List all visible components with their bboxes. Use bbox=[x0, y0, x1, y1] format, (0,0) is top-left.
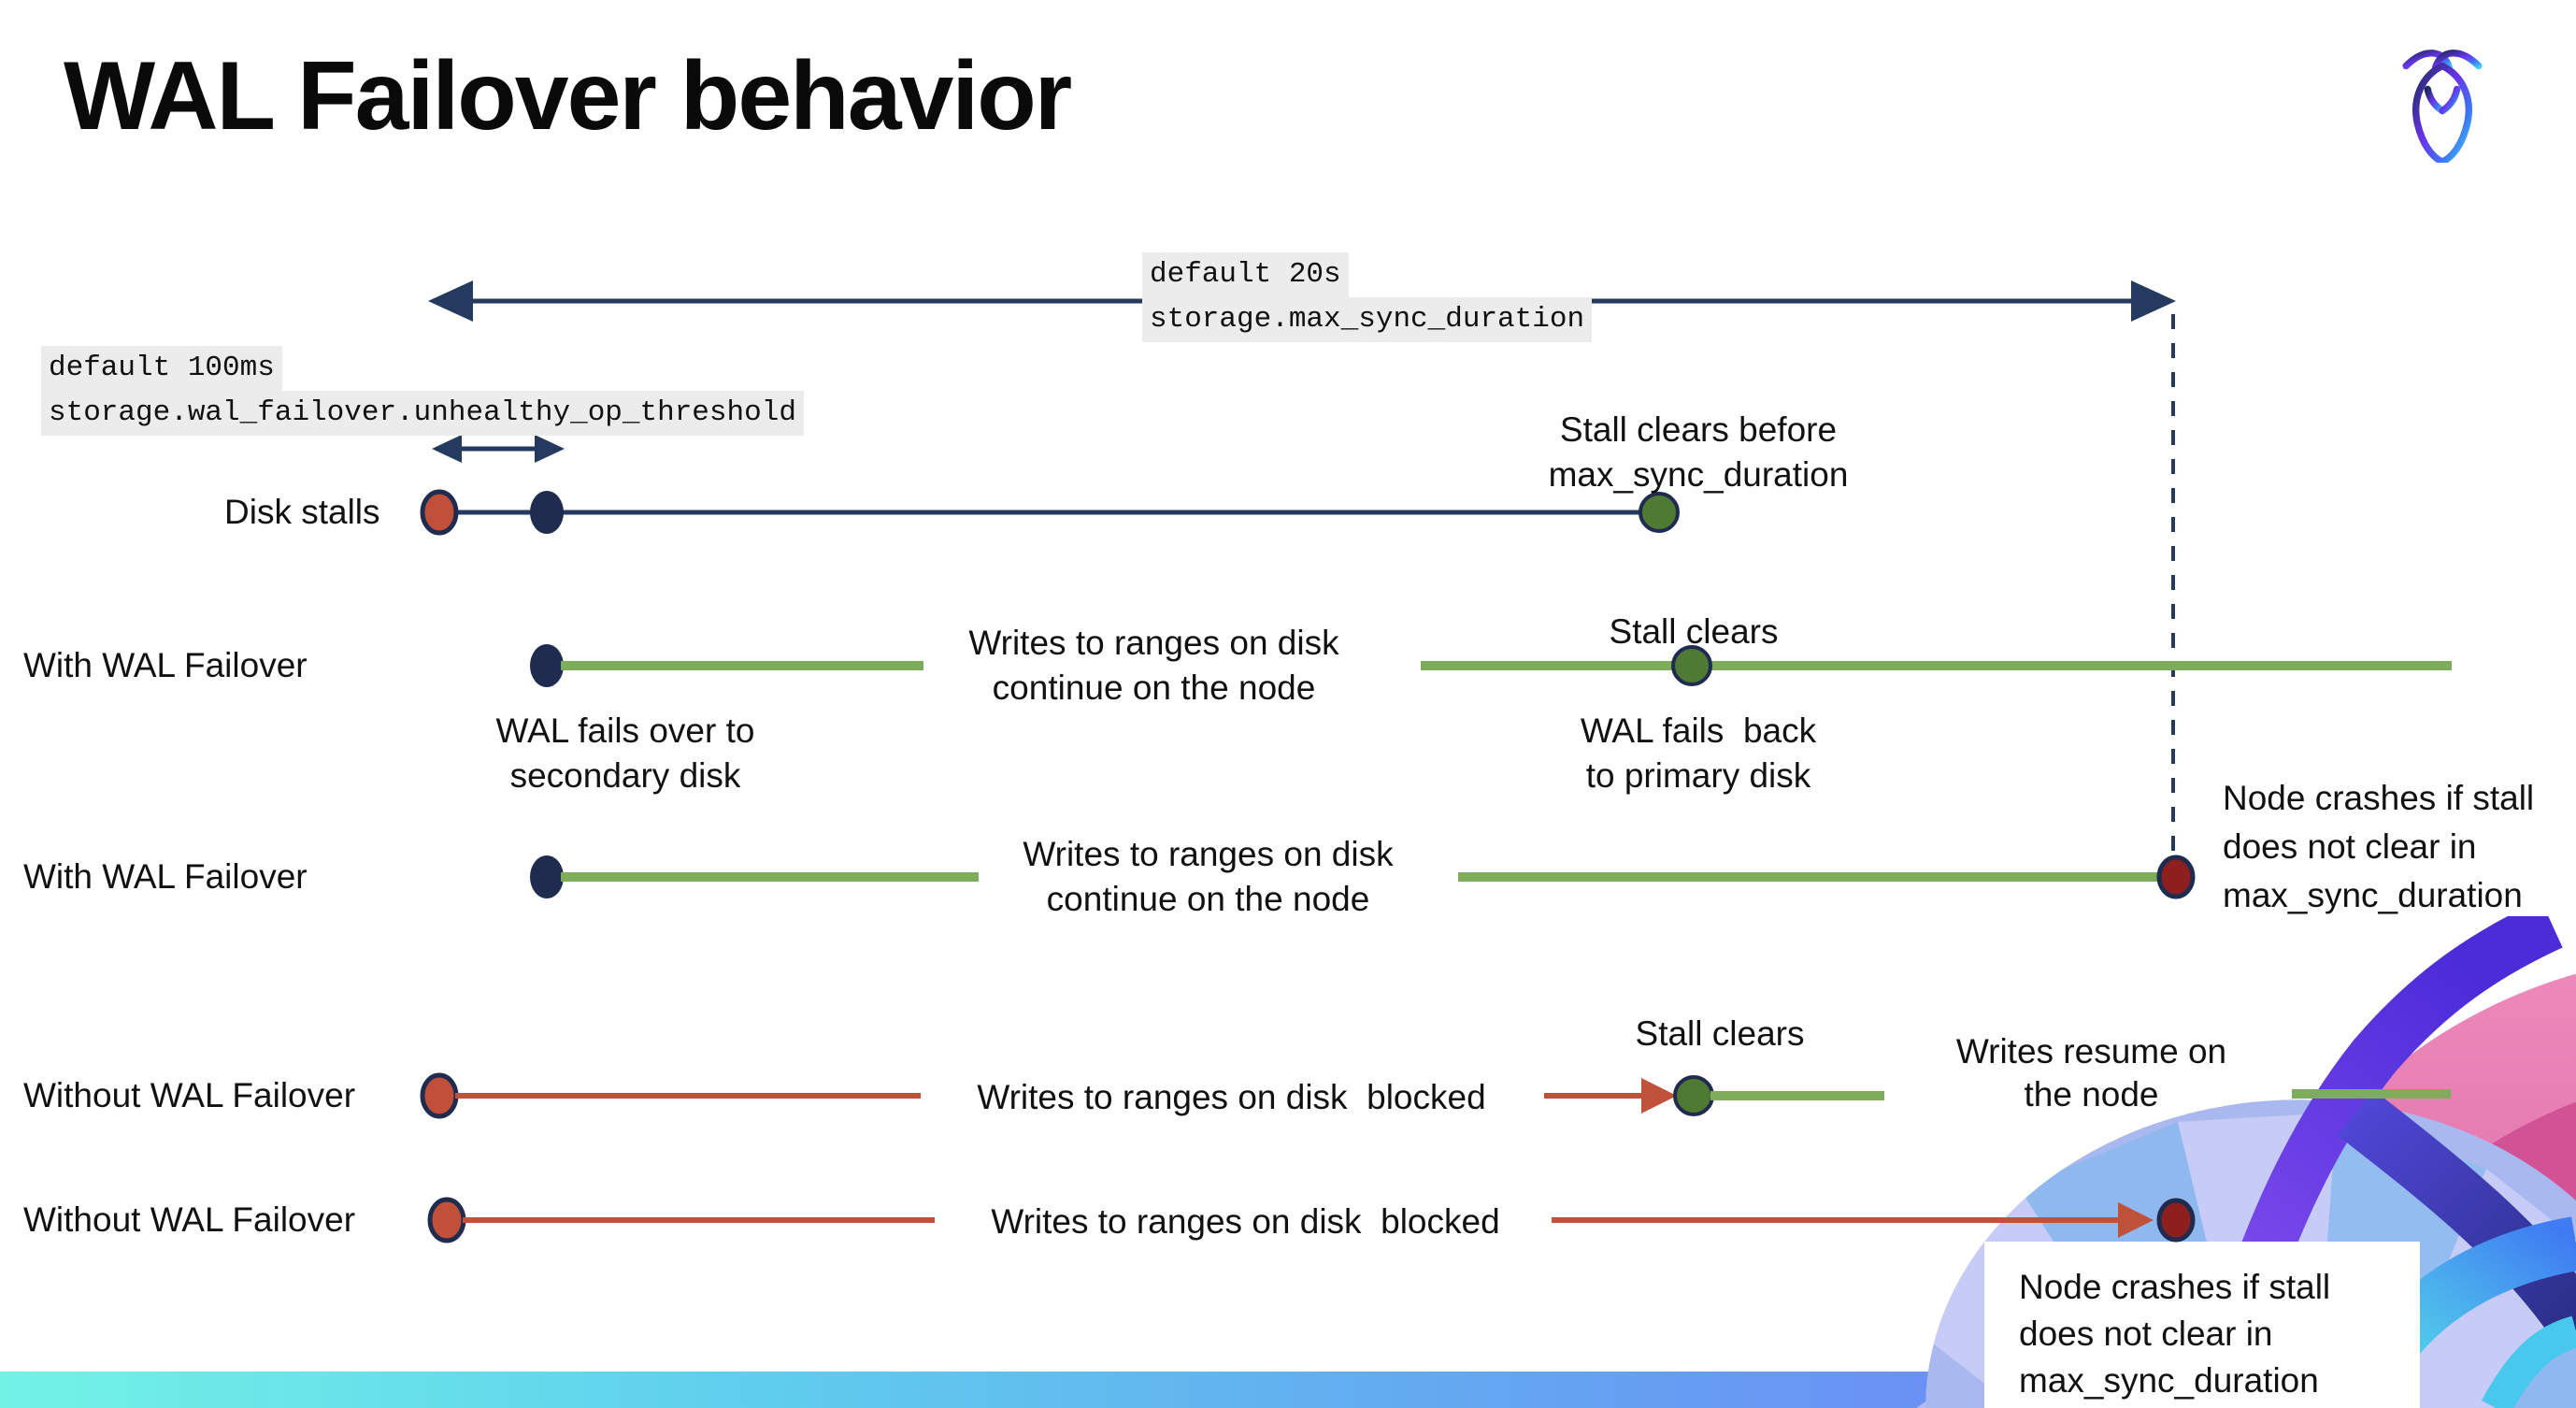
art-indigo-band bbox=[2337, 1089, 2576, 1344]
failover-dot bbox=[530, 644, 564, 687]
row-with-wal-failover-1 bbox=[530, 644, 2452, 687]
threshold-arrow bbox=[432, 435, 565, 463]
row-label-disk-stalls: Disk stalls bbox=[224, 493, 380, 531]
cockroachdb-logo-icon bbox=[2402, 50, 2483, 163]
row-disk-stalls bbox=[420, 489, 1680, 536]
threshold-dot bbox=[530, 491, 564, 534]
stall-clears-before-note: Stall clears before max_sync_duration bbox=[1548, 410, 1849, 494]
failover-note: WAL fails over to secondary disk bbox=[495, 711, 755, 795]
max-sync-default-label: default 20s bbox=[1142, 252, 1349, 297]
stall-clears-label-1: Stall clears bbox=[1609, 612, 1779, 651]
threshold-arrowhead-left bbox=[432, 435, 462, 463]
failover-dot bbox=[530, 855, 564, 898]
writes-blocked-note-1: Writes to ranges on disk blocked bbox=[977, 1078, 1486, 1116]
crash-callout-box bbox=[1984, 1242, 2420, 1408]
stall-clears-label-2: Stall clears bbox=[1635, 1014, 1805, 1053]
blocked-arrowhead bbox=[1641, 1078, 1677, 1113]
row-label-with-wal-failover-1: With WAL Failover bbox=[23, 646, 308, 684]
crash-note-1: Node crashes if stall does not clear in … bbox=[2223, 779, 2535, 914]
stall-start-dot bbox=[420, 1072, 459, 1119]
page-title: WAL Failover behavior bbox=[64, 42, 1072, 151]
writes-continue-note-2: Writes to ranges on disk continue on the… bbox=[1023, 835, 1394, 918]
crash-dot bbox=[2156, 855, 2196, 899]
max-sync-setting-name: storage.max_sync_duration bbox=[1142, 297, 1593, 342]
max-sync-arrowhead-left bbox=[428, 280, 473, 322]
max-sync-arrowhead-right bbox=[2131, 280, 2176, 322]
crash-note-2: Node crashes if stall does not clear in … bbox=[2019, 1268, 2331, 1400]
threshold-setting-name: storage.wal_failover.unhealthy_op_thresh… bbox=[41, 391, 804, 436]
row-label-with-wal-failover-2: With WAL Failover bbox=[23, 857, 308, 896]
writes-blocked-note-2: Writes to ranges on disk blocked bbox=[991, 1202, 1500, 1241]
failback-note: WAL fails back to primary disk bbox=[1580, 711, 1817, 795]
stall-clear-dot bbox=[1673, 1075, 1714, 1116]
writes-resume-note: Writes resume on the node bbox=[1955, 1032, 2227, 1113]
writes-continue-note-1: Writes to ranges on disk continue on the… bbox=[968, 624, 1339, 707]
threshold-default-label: default 100ms bbox=[41, 346, 282, 391]
stall-start-dot bbox=[420, 489, 459, 536]
threshold-annotation: default 100ms storage.wal_failover.unhea… bbox=[41, 346, 804, 436]
max-sync-duration-annotation: default 20s storage.max_sync_duration bbox=[1142, 252, 1593, 342]
threshold-arrowhead-right bbox=[535, 435, 565, 463]
stall-start-dot bbox=[427, 1197, 466, 1243]
stall-clear-dot bbox=[1639, 492, 1680, 533]
row-label-without-wal-failover-1: Without WAL Failover bbox=[23, 1076, 356, 1114]
art-cyan-wing-arc-small bbox=[2482, 1315, 2576, 1408]
row-label-without-wal-failover-2: Without WAL Failover bbox=[23, 1200, 356, 1239]
